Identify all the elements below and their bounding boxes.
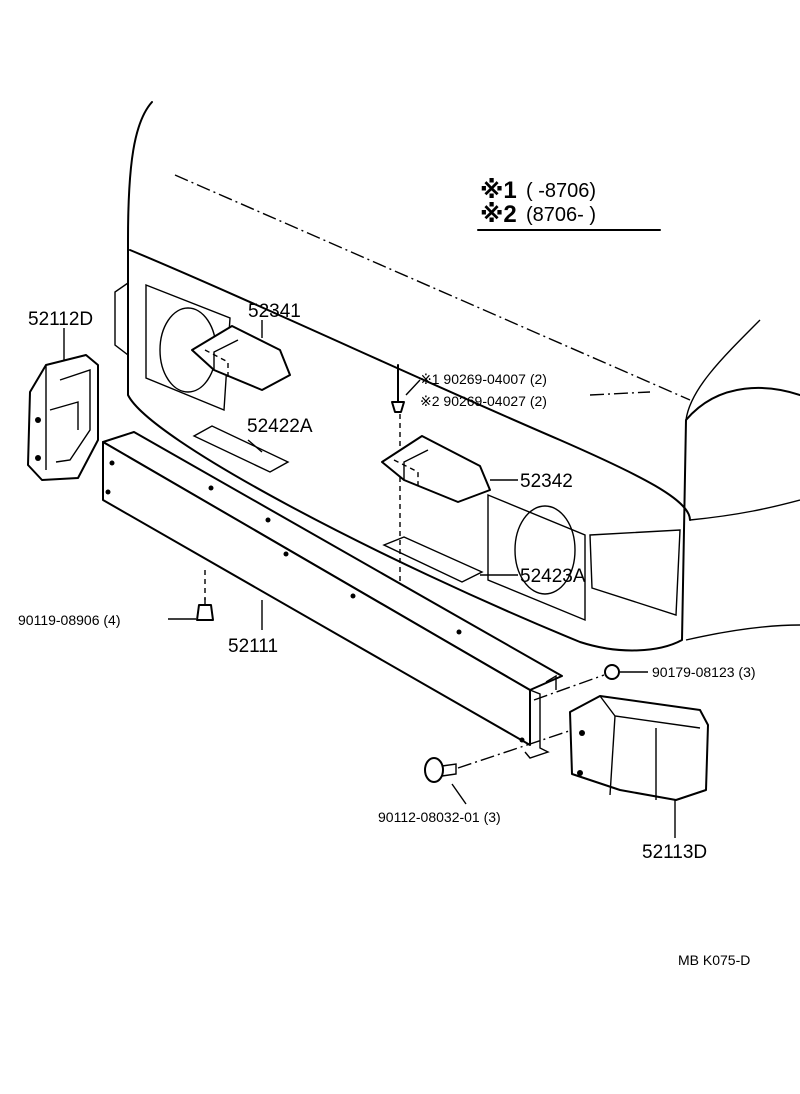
part-52342: 52342 — [381, 435, 573, 503]
part-screw: ※1 90269-04007 (2) ※2 90269-04027 (2) — [391, 364, 547, 590]
label-52341: 52341 — [248, 301, 301, 322]
part-52113D: 52113D — [569, 695, 709, 863]
label-52113D: 52113D — [642, 842, 707, 863]
part-bolt: 90119-08906 (4) — [18, 570, 214, 628]
part-52341: 52341 — [191, 301, 301, 391]
label-52423A: 52423A — [520, 566, 586, 587]
label-52342: 52342 — [520, 471, 573, 492]
legend-range-1: ( -8706) — [526, 180, 596, 202]
label-52112D: 52112D — [28, 309, 93, 330]
drawing-code: MB K075-D — [678, 952, 750, 968]
legend-mark-1: ※1 — [480, 177, 517, 204]
label-52111: 52111 — [228, 636, 278, 657]
label-clip: 90112-08032-01 (3) — [378, 809, 501, 825]
label-screw-1: ※1 90269-04007 (2) — [420, 371, 547, 387]
label-nut: 90179-08123 (3) — [652, 664, 756, 680]
label-bolt: 90119-08906 (4) — [18, 612, 120, 628]
legend-range-2: (8706- ) — [526, 204, 596, 226]
legend-mark-2: ※2 — [480, 201, 517, 228]
vehicle-body — [114, 101, 800, 652]
part-52423A: 52423A — [382, 536, 586, 587]
part-52111: 52111 — [102, 431, 563, 759]
part-nut: 90179-08123 (3) — [533, 664, 756, 701]
legend: ※1 ( -8706) ※2 (8706- ) — [477, 177, 661, 231]
label-52422A: 52422A — [247, 416, 313, 437]
part-52112D: 52112D — [27, 309, 99, 481]
label-screw-2: ※2 90269-04027 (2) — [420, 393, 547, 409]
part-52422A: 52422A — [192, 416, 313, 473]
part-clip: 90112-08032-01 (3) — [378, 729, 573, 825]
